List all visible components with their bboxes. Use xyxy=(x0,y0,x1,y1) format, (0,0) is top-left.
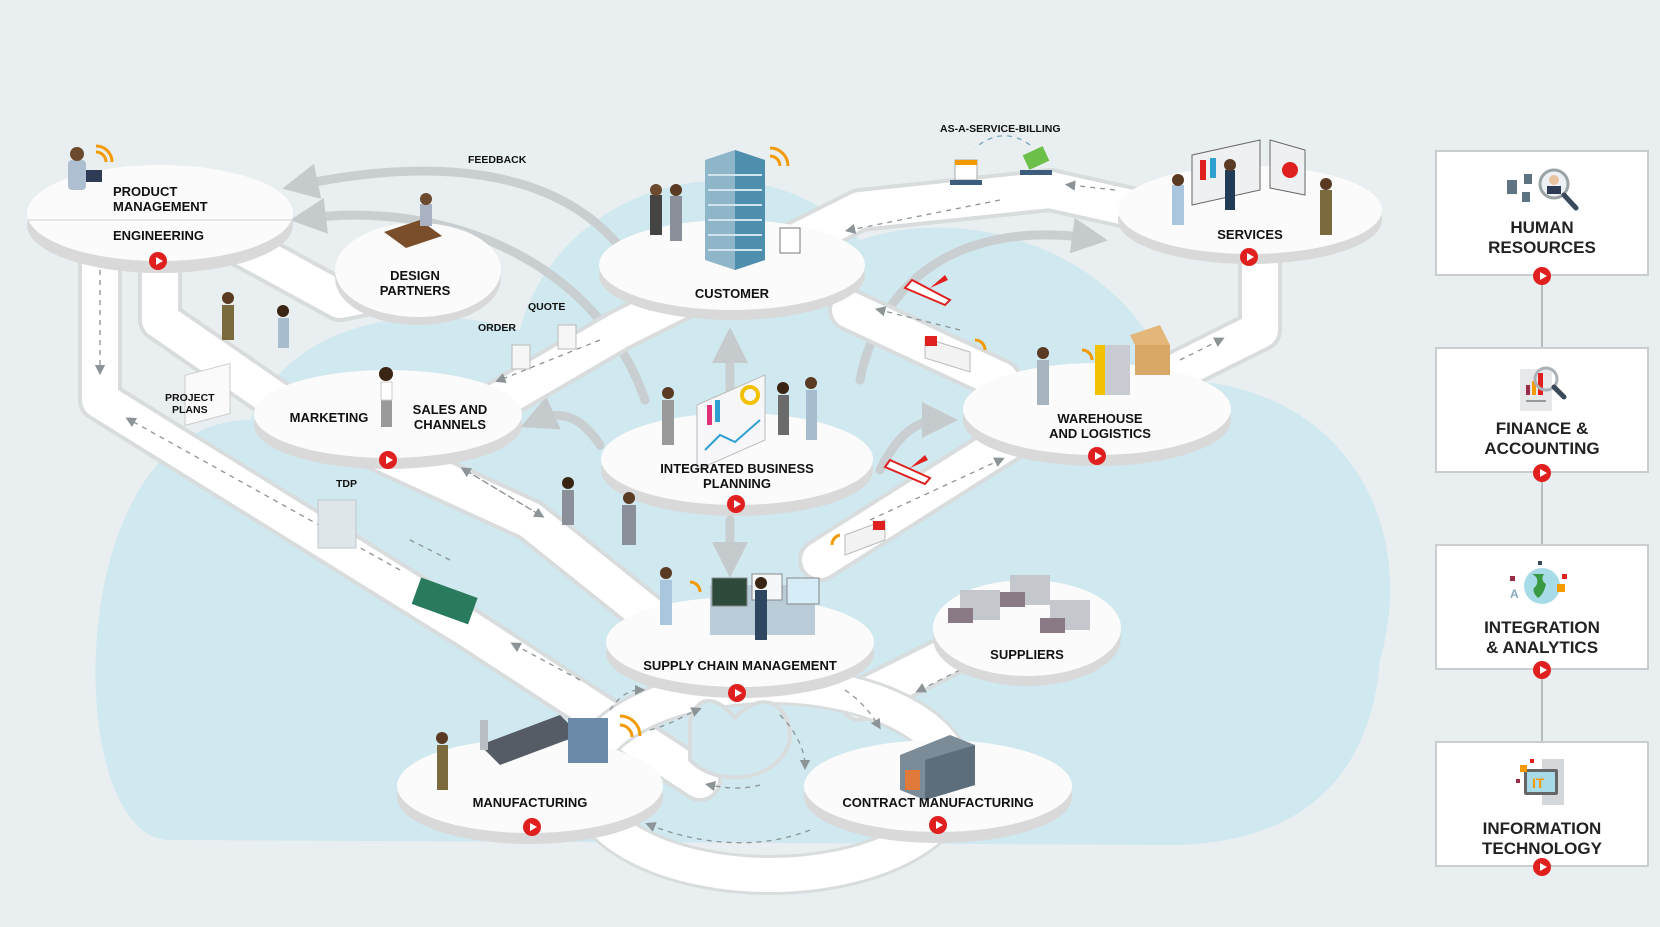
flow-label-quote: QUOTE xyxy=(528,301,566,313)
it-server-icon: IT xyxy=(1516,759,1564,805)
sidebar-item-human-resources[interactable]: HUMAN RESOURCES xyxy=(1435,150,1649,276)
sidebar-item-information-technology[interactable]: IT INFORMATION TECHNOLOGY xyxy=(1435,741,1649,867)
platform-design-partners xyxy=(335,223,501,325)
globe-analytics-icon: A xyxy=(1510,561,1567,604)
svg-text:A: A xyxy=(1510,587,1519,601)
platform-product-management xyxy=(27,165,293,273)
person-standing-icon xyxy=(379,367,393,427)
play-product-management-button[interactable] xyxy=(149,252,167,270)
sidebar-item-label: INFORMATION TECHNOLOGY xyxy=(1482,819,1602,858)
node-supply-chain-label: SUPPLY CHAIN MANAGEMENT xyxy=(643,658,837,673)
node-manufacturing-label: MANUFACTURING xyxy=(472,795,588,810)
factories-icon xyxy=(948,575,1090,633)
sidebar-item-integration-analytics[interactable]: A INTEGRATION & ANALYTICS xyxy=(1435,544,1649,670)
svg-text:IT: IT xyxy=(1532,775,1545,791)
node-contract-manufacturing-label: CONTRACT MANUFACTURING xyxy=(842,795,1034,810)
walking-people-icon xyxy=(222,292,636,545)
node-product-management-label: PRODUCT MANAGEMENT xyxy=(113,184,208,214)
play-contract-manufacturing-button[interactable] xyxy=(929,816,947,834)
finance-report-icon xyxy=(1520,366,1567,411)
designer-desk-icon xyxy=(384,193,442,248)
node-marketing-label: MARKETING xyxy=(289,410,369,425)
node-customer-label: CUSTOMER xyxy=(694,286,770,301)
person-laptop-icon xyxy=(68,144,114,190)
node-ibp-label: INTEGRATED BUSINESS PLANNING xyxy=(660,461,814,491)
sidebar-item-label: INTEGRATION & ANALYTICS xyxy=(1484,618,1600,657)
flow-label-order: ORDER xyxy=(478,322,516,334)
presentation-boards-icon xyxy=(1172,139,1332,235)
node-suppliers-label: SUPPLIERS xyxy=(990,647,1064,662)
platform-manufacturing xyxy=(397,739,663,844)
flow-label-feedback: FEEDBACK xyxy=(468,154,527,166)
node-services-label: SERVICES xyxy=(1217,227,1283,242)
billing-icons xyxy=(950,146,1052,185)
sidebar-item-label: HUMAN RESOURCES xyxy=(1488,218,1596,257)
airplane-truck-icons xyxy=(830,275,987,556)
play-warehouse-button[interactable] xyxy=(1088,447,1106,465)
node-warehouse-label: WAREHOUSE AND LOGISTICS xyxy=(1049,411,1151,441)
node-design-partners-label: DESIGN PARTNERS xyxy=(379,268,451,298)
play-services-button[interactable] xyxy=(1240,248,1258,266)
flow-label-tdp: TDP xyxy=(336,478,357,490)
play-integration-analytics-button[interactable] xyxy=(1533,661,1551,679)
server-rack-icon xyxy=(650,146,801,270)
forklift-boxes-icon xyxy=(1037,325,1170,405)
node-sales-channels-label: SALES AND CHANNELS xyxy=(412,402,488,432)
illustrations xyxy=(68,139,1332,800)
play-human-resources-button[interactable] xyxy=(1533,267,1551,285)
sidebar-item-finance-accounting[interactable]: FINANCE & ACCOUNTING xyxy=(1435,347,1649,473)
node-engineering-label: ENGINEERING xyxy=(113,228,205,243)
documents-icons xyxy=(184,324,577,625)
play-marketing-sales-button[interactable] xyxy=(379,451,397,469)
play-ibp-button[interactable] xyxy=(727,495,745,513)
play-supply-chain-button[interactable] xyxy=(728,684,746,702)
sidebar-item-label: FINANCE & ACCOUNTING xyxy=(1484,419,1600,458)
analytics-board-icon xyxy=(662,374,817,471)
flow-label-as-a-service-billing: AS-A-SERVICE-BILLING xyxy=(940,123,1061,135)
platform-warehouse xyxy=(963,363,1231,466)
control-consoles-icon xyxy=(660,567,820,640)
hr-search-people-icon xyxy=(1507,168,1579,211)
flow-label-project-plans: PROJECT PLANS xyxy=(165,392,215,416)
robot-production-line-icon xyxy=(436,714,642,790)
play-manufacturing-button[interactable] xyxy=(523,818,541,836)
play-finance-accounting-button[interactable] xyxy=(1533,464,1551,482)
factory-building-icon xyxy=(900,735,975,800)
play-information-technology-button[interactable] xyxy=(1533,858,1551,876)
